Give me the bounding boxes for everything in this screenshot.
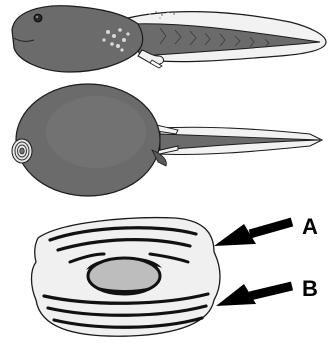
side-eye — [34, 14, 42, 22]
arrow-b — [216, 284, 292, 306]
tadpole-ventral-view — [12, 84, 322, 196]
arrow-a — [214, 222, 292, 246]
label-a: A — [302, 214, 318, 239]
ventral-oral-disc — [12, 139, 32, 163]
label-b: B — [302, 276, 318, 301]
oral-disc-close-up: A B — [32, 214, 319, 336]
tadpole-side-view — [12, 6, 326, 72]
